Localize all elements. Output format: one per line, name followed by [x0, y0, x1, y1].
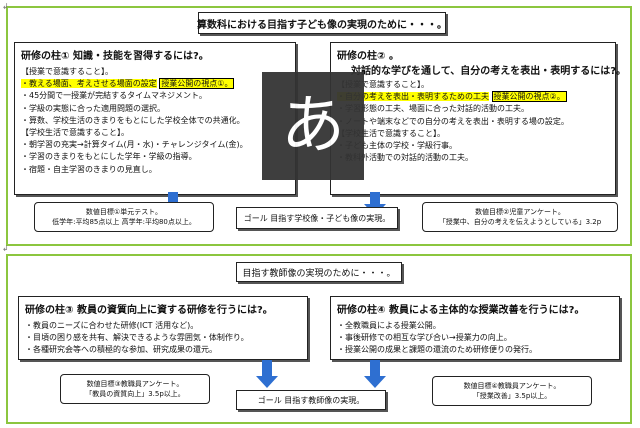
pillar1-line: 【学校生活で意識すること】。 — [21, 128, 129, 138]
arrow-down-icon — [256, 360, 278, 388]
top-title: 算数科における目指す子ども像の実現のために・・・。 — [197, 12, 447, 34]
goal-teacher-box: ゴール 目指す教師像の実現。 — [236, 390, 386, 410]
numeric-goal-1: 数値目標①単元テスト。 低学年:平均85点以上 高学年:平均80点以上。 — [34, 202, 214, 232]
numeric-goal-1-title: 数値目標①単元テスト。 — [85, 208, 163, 216]
numeric-goal-4-value: 「授業改善」3.5p以上。 — [472, 392, 552, 400]
pillar2-box: 研修の柱② 。 対話的な学びを通して、自分の考えを表出・表明するには?。 【授業… — [330, 42, 627, 195]
pillar2-line-highlight: ・自分の考えを表出・表明するための工夫 授業公開の視点②。 — [337, 91, 609, 103]
pillar3-line: ・目頃の困り感を共有、解決できるような雰囲気・体制作り。 — [25, 333, 249, 343]
bottom-title-text: 目指す教師像の実現のために・・・。 — [242, 268, 396, 279]
bottom-section — [6, 254, 632, 424]
pillar2-subtitle: 対話的な学びを通して、自分の考えを表出・表明するには?。 — [351, 66, 627, 77]
numeric-goal-3-title: 数値目標③教職員アンケート。 — [86, 380, 184, 388]
pillar3-line: ・教員のニーズに合わせた研修(ICT 活用など)。 — [25, 321, 199, 330]
pillar4-title: 研修の柱④ 教員による主体的な授業改善を行うには?。 — [337, 305, 585, 316]
pillar3-line: ・各種研究会等への積極的な参加、研究成果の還元。 — [25, 345, 217, 355]
numeric-goal-3: 数値目標③教職員アンケート。 「教員の資質向上」3.5p以上。 — [60, 374, 210, 404]
numeric-goal-2-value: 「授業中、自分の考えを伝えようとしている」3.2p — [438, 218, 602, 226]
pillar2-line: ・学習形態の工夫、場面に合った対話的活動の工夫。 — [337, 104, 529, 114]
pillar4-box: 研修の柱④ 教員による主体的な授業改善を行うには?。 ・全教職員による授業公開。… — [330, 296, 620, 360]
numeric-goal-1-value: 低学年:平均85点以上 高学年:平均80点以上。 — [52, 218, 196, 226]
arrow-down-icon — [364, 360, 386, 388]
pillar3-box: 研修の柱③ 教員の資質向上に資する研修を行うには?。 ・教員のニーズに合わせた研… — [18, 296, 308, 360]
numeric-goal-2: 数値目標②児童アンケート。 「授業中、自分の考えを伝えようとしている」3.2p — [422, 202, 618, 232]
pillar4-line: ・事後研修での相互な学び合い→授業力の向上。 — [337, 333, 512, 343]
pillar2-line: ・自分の考えを表出・表明するための工夫 — [337, 92, 489, 102]
pillar2-line: ・ノートや端末などでの自分の考えを表出・表明する場の設定。 — [337, 116, 569, 126]
pillar2-line: 【授業で意識すること】。 — [337, 80, 429, 89]
pillar1-line: ・算数、学校生活のきまりをもとにした学校全体での共通化。 — [21, 115, 245, 125]
pillar1-line: ・45分間で一授業が完結するタイムマネジメント。 — [21, 91, 207, 101]
goal-teacher-text: ゴール 目指す教師像の実現。 — [257, 395, 365, 405]
pillar2-title: 研修の柱② 。 — [337, 51, 399, 62]
numeric-goal-4: 数値目標④教職員アンケート。 「授業改善」3.5p以上。 — [432, 376, 592, 406]
pillar1-line: ・学級の実態に合った適用問題の選択。 — [21, 103, 165, 113]
pillar1-line: 【授業で意識すること】。 — [21, 67, 113, 76]
numeric-goal-4-title: 数値目標④教職員アンケート。 — [463, 382, 561, 390]
pillar4-line: ・全教職員による授業公開。 — [337, 321, 441, 330]
goal-school-box: ゴール 目指す学校像・子ども像の実現。 — [236, 207, 398, 229]
numeric-goal-2-title: 数値目標②児童アンケート。 — [475, 208, 565, 216]
pillar1-title: 研修の柱① 知識・技能を習得するには?。 — [21, 51, 209, 62]
pillar1-line: ・宿題・自主学習のきまりの見直し。 — [21, 164, 157, 174]
paragraph-mark-icon: ↲ — [2, 2, 9, 11]
view-point-2-badge: 授業公開の視点②。 — [491, 91, 567, 103]
view-point-1-badge: 授業公開の視点①。 — [159, 78, 235, 90]
ime-overlay: あ — [262, 72, 364, 180]
goal-school-text: ゴール 目指す学校像・子ども像の実現。 — [243, 213, 391, 223]
pillar1-line: ・学習のきまりをもとにした学年・学級の指導。 — [21, 152, 197, 162]
pillar2-line: ・教科外活動での対話的活動の工夫。 — [337, 153, 473, 163]
numeric-goal-3-value: 「教員の資質向上」3.5p以上。 — [85, 390, 185, 398]
paragraph-mark-icon: ↲ — [2, 244, 9, 253]
pillar2-line: 【学校生活で意識すること】。 — [337, 128, 445, 138]
pillar1-line: ・教える場面、考えさせる場面の設定 — [21, 79, 157, 89]
bottom-title: 目指す教師像の実現のために・・・。 — [236, 262, 402, 282]
top-title-text: 算数科における目指す子ども像の実現のために・・・。 — [197, 19, 447, 31]
pillar2-line: ・子ども主体の学校・学級行事。 — [337, 141, 457, 151]
ime-overlay-char: あ — [281, 89, 345, 163]
pillar1-line: ・朝学習の充実→計算タイム(月・水)・チャレンジタイム(金)。 — [21, 140, 248, 150]
pillar1-line-highlight: ・教える場面、考えさせる場面の設定 授業公開の視点①。 — [21, 78, 289, 90]
pillar1-box: 研修の柱① 知識・技能を習得するには?。 【授業で意識すること】。 ・教える場面… — [14, 42, 296, 195]
top-section — [6, 6, 632, 246]
pillar4-line: ・授業公開の成果と課題の還流のため研修便りの発行。 — [337, 345, 537, 355]
pillar3-title: 研修の柱③ 教員の資質向上に資する研修を行うには?。 — [25, 305, 273, 316]
